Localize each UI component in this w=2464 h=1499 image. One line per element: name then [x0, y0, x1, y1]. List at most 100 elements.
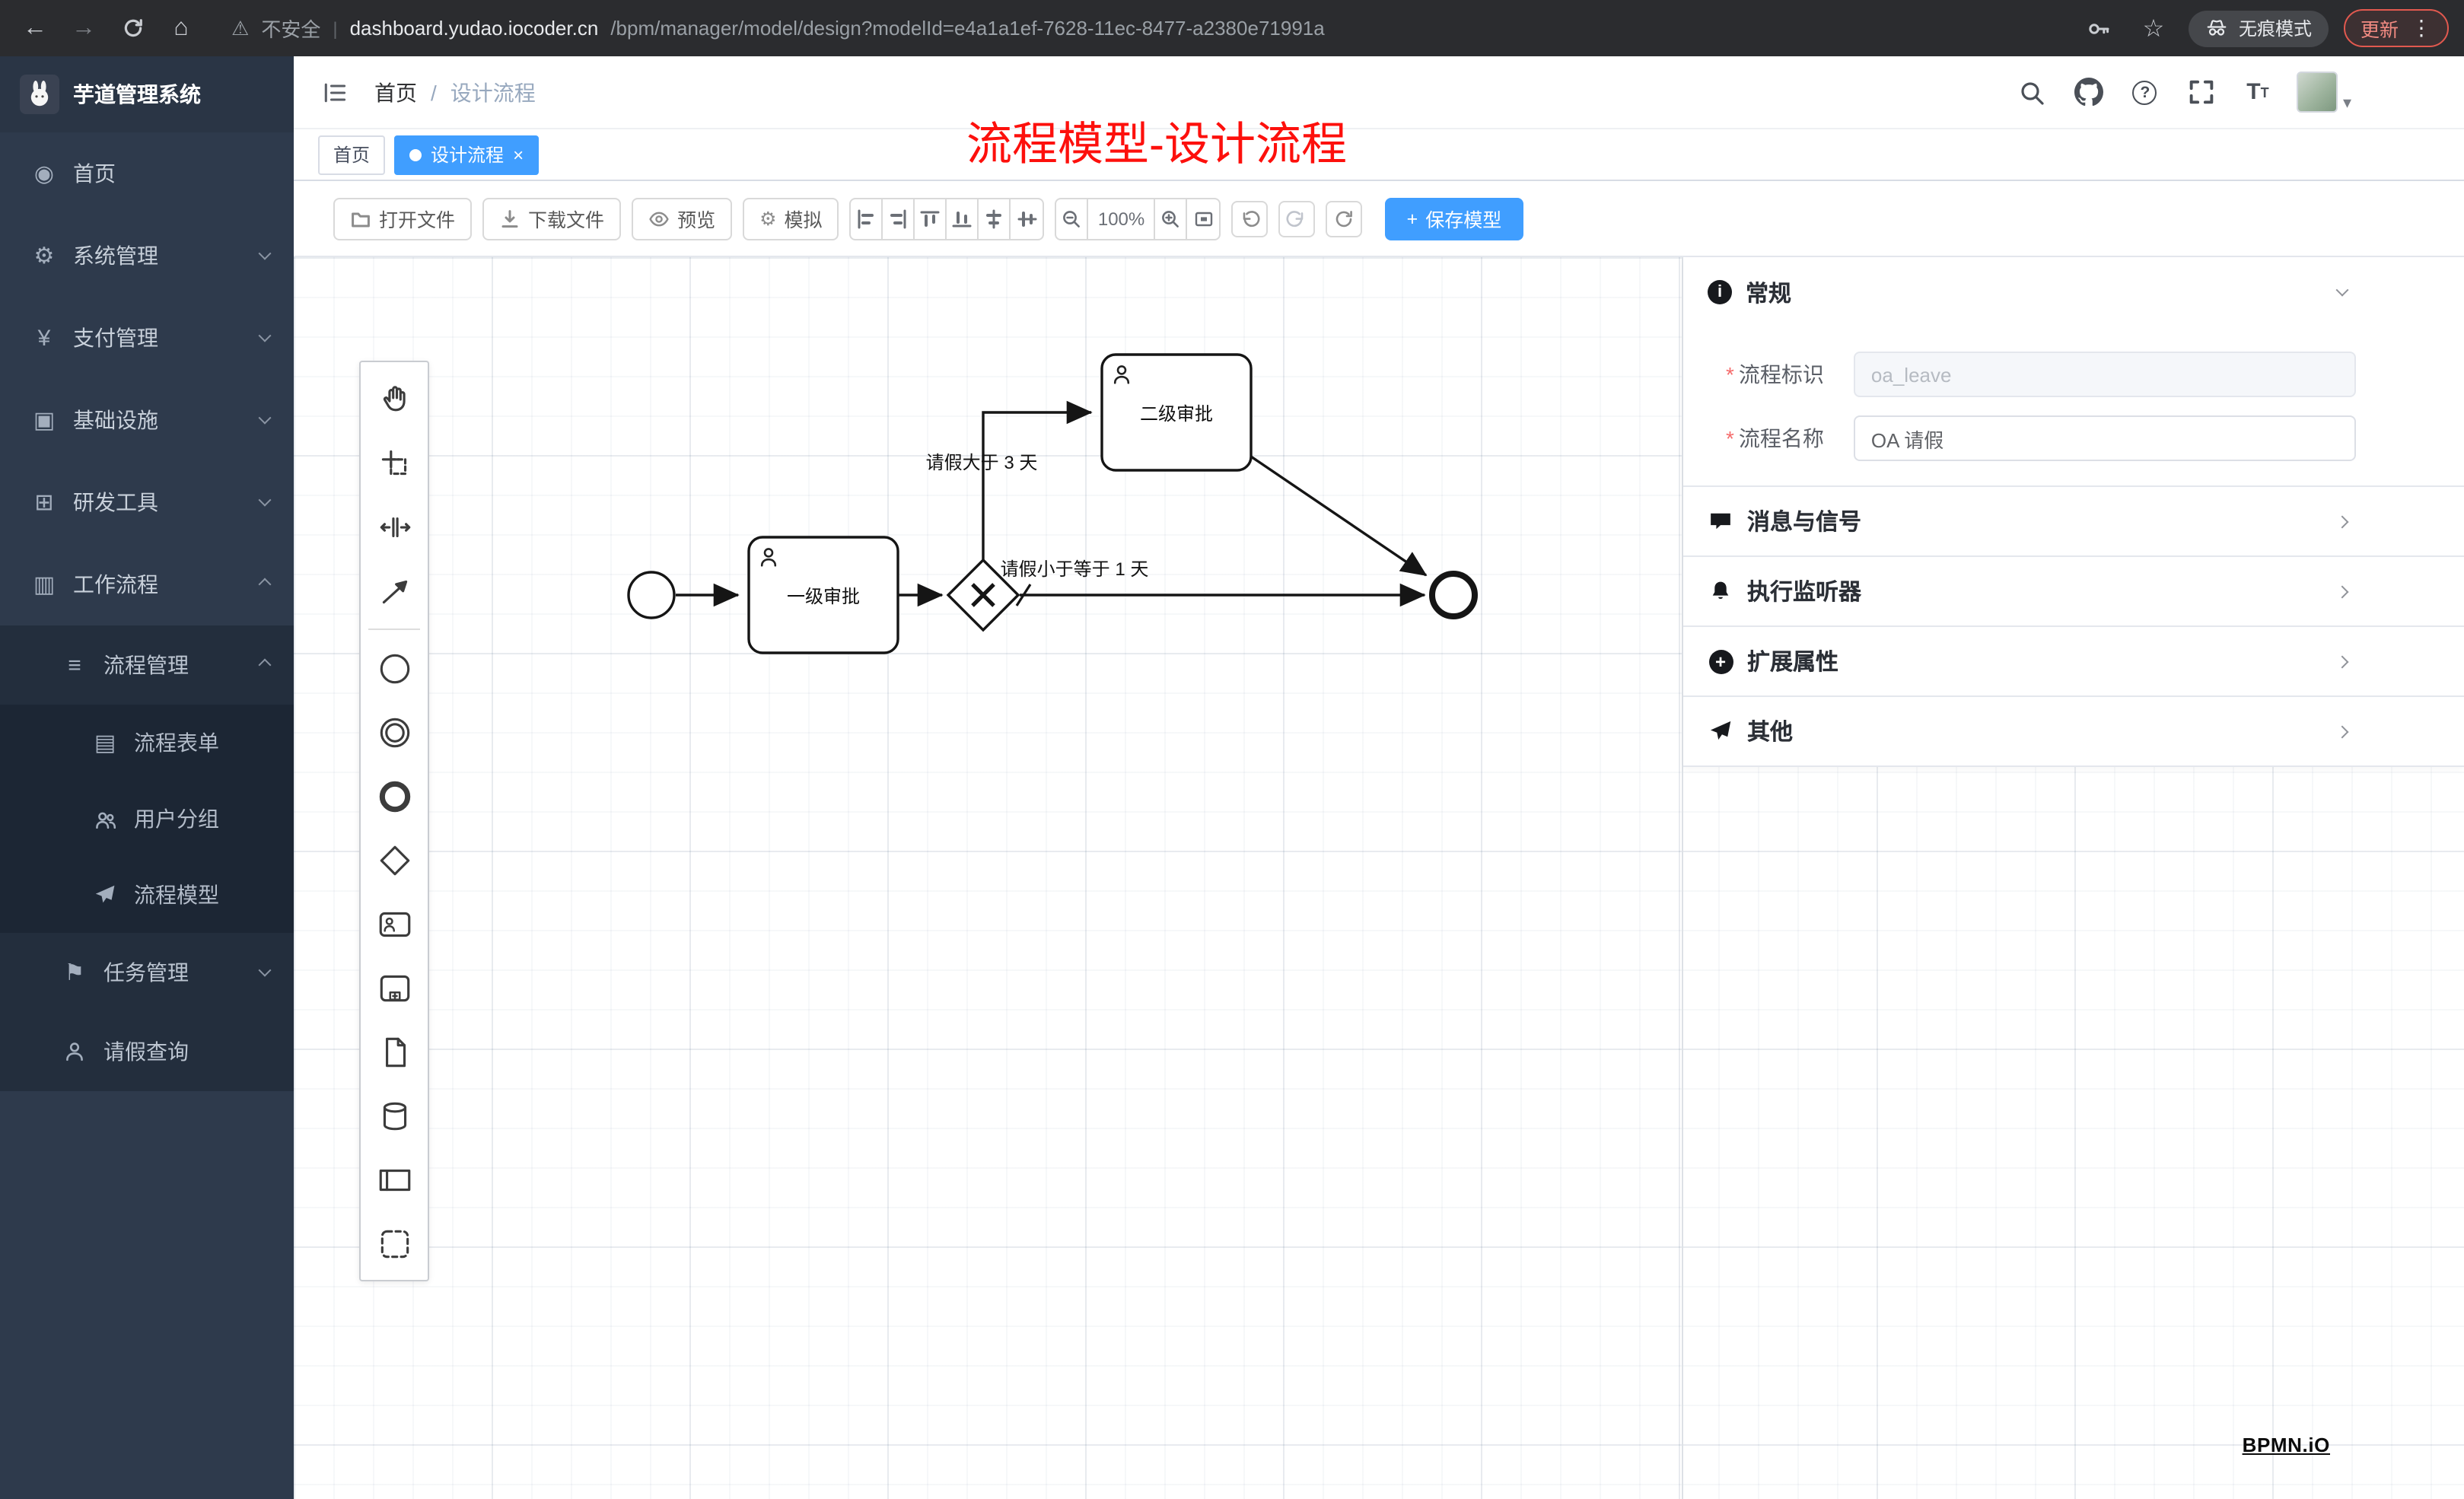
default-flow-marker — [1015, 584, 1032, 606]
palette-lasso-tool[interactable] — [364, 431, 425, 495]
incognito-badge: 无痕模式 — [2188, 10, 2329, 46]
sidebar-item-payment[interactable]: ¥ 支付管理 — [0, 297, 294, 379]
browser-forward-button[interactable]: → — [72, 14, 96, 40]
palette-pool[interactable] — [364, 1147, 425, 1211]
sidebar-item-leave-query[interactable]: 请假查询 — [0, 1012, 294, 1091]
app-title: 芋道管理系统 — [73, 82, 201, 107]
preview-button[interactable]: 预览 — [632, 197, 733, 240]
user-task-icon — [760, 548, 777, 567]
align-top-button[interactable] — [915, 199, 947, 238]
address-bar[interactable]: ⚠ 不安全 | dashboard.yudao.iocoder.cn/bpm/m… — [210, 14, 2055, 43]
sidebar-item-process-management[interactable]: ≡ 流程管理 — [0, 625, 294, 705]
url-divider: | — [333, 18, 338, 39]
browser-menu-icon[interactable]: ⋮ — [2411, 15, 2432, 40]
browser-update-button[interactable]: 更新 ⋮ — [2343, 9, 2449, 47]
palette-end-event[interactable] — [364, 764, 425, 828]
gear-icon: ⚙ — [759, 208, 777, 230]
active-tab-dot — [409, 148, 422, 161]
sidebar-item-home[interactable]: ◉ 首页 — [0, 132, 294, 215]
tab-design-process[interactable]: 设计流程 × — [394, 135, 540, 174]
palette-separator — [368, 629, 420, 630]
zoom-reset-button[interactable] — [1188, 199, 1220, 238]
section-other[interactable]: 其他 — [1683, 695, 2464, 765]
bpmn-canvas[interactable]: 一级审批 二级审批 请假大于 3 天 请假小于等于 1 天 — [294, 257, 2464, 1499]
paper-plane-icon — [1708, 720, 1733, 743]
sidebar-item-process-models[interactable]: 流程模型 — [0, 857, 294, 933]
browser-back-button[interactable]: ← — [23, 14, 47, 40]
align-right-button[interactable] — [883, 199, 915, 238]
sidebar-collapse-button[interactable] — [318, 75, 352, 109]
sidebar-item-user-groups[interactable]: 用户分组 — [0, 781, 294, 857]
chevron-down-icon — [258, 411, 272, 425]
flow-gateway-to-task2[interactable] — [982, 400, 1093, 560]
process-key-input[interactable] — [1854, 352, 2357, 397]
process-name-input[interactable] — [1854, 415, 2357, 461]
section-general[interactable]: i 常规 — [1683, 257, 2464, 327]
palette-intermediate-event[interactable] — [364, 700, 425, 764]
redo-button[interactable] — [1278, 200, 1316, 237]
breadcrumb-home-link[interactable]: 首页 — [374, 80, 417, 104]
database-icon — [382, 1101, 406, 1130]
section-extended-properties[interactable]: + 扩展属性 — [1683, 625, 2464, 695]
restart-button[interactable] — [1326, 200, 1363, 237]
bpmn-io-watermark[interactable]: BPMN.iO — [2242, 1434, 2330, 1456]
sidebar-item-process-forms[interactable]: ▤ 流程表单 — [0, 705, 294, 781]
browser-refresh-button[interactable] — [113, 8, 152, 48]
zoom-out-button[interactable] — [1057, 199, 1089, 238]
lasso-icon — [380, 449, 406, 475]
tab-home[interactable]: 首页 — [318, 135, 386, 174]
align-middle-button[interactable] — [1011, 199, 1043, 238]
section-messages-signals[interactable]: 消息与信号 — [1683, 485, 2464, 555]
sidebar-item-task-management[interactable]: ⚑ 任务管理 — [0, 933, 294, 1012]
zoom-in-button[interactable] — [1156, 199, 1188, 238]
palette-group[interactable] — [364, 1211, 425, 1275]
end-event[interactable] — [1429, 571, 1478, 619]
section-execution-listeners[interactable]: 执行监听器 — [1683, 555, 2464, 625]
user-avatar-menu[interactable]: ▾ — [2297, 72, 2351, 113]
tab-close-icon[interactable]: × — [513, 144, 524, 165]
search-icon[interactable] — [2016, 75, 2049, 109]
palette-global-connect-tool[interactable] — [364, 559, 425, 622]
palette-subprocess[interactable] — [364, 956, 425, 1020]
info-icon: i — [1708, 280, 1732, 304]
incognito-label: 无痕模式 — [2238, 18, 2312, 40]
open-file-button[interactable]: 打开文件 — [333, 197, 473, 240]
align-left-button[interactable] — [852, 199, 883, 238]
github-icon[interactable] — [2072, 75, 2106, 109]
form-icon: ▤ — [94, 730, 116, 756]
edge-label-lte1: 请假小于等于 1 天 — [1001, 559, 1149, 580]
browser-home-button[interactable]: ⌂ — [173, 14, 189, 40]
sidebar-item-workflow[interactable]: ▥ 工作流程 — [0, 543, 294, 625]
help-icon[interactable]: ? — [2128, 75, 2162, 109]
palette-data-object[interactable] — [364, 1020, 425, 1084]
undo-button[interactable] — [1231, 200, 1269, 237]
flow-task2-to-end[interactable] — [1250, 455, 1428, 577]
bpmn-palette — [359, 361, 429, 1281]
task-first-approval[interactable] — [747, 536, 899, 654]
sidebar-item-infrastructure[interactable]: ▣ 基础设施 — [0, 379, 294, 461]
palette-gateway[interactable] — [364, 828, 425, 892]
password-key-icon[interactable] — [2079, 8, 2119, 48]
palette-user-task[interactable] — [364, 892, 425, 956]
bookmark-star-icon[interactable]: ☆ — [2142, 16, 2165, 42]
palette-hand-tool[interactable] — [364, 367, 425, 431]
security-label: 不安全 — [261, 18, 321, 41]
save-model-button[interactable]: + 保存模型 — [1385, 197, 1523, 240]
sidebar-item-devtools[interactable]: ⊞ 研发工具 — [0, 461, 294, 543]
simulate-button[interactable]: ⚙ 模拟 — [743, 197, 839, 240]
palette-data-store[interactable] — [364, 1084, 425, 1147]
palette-start-event[interactable] — [364, 636, 425, 700]
start-event[interactable] — [627, 571, 676, 619]
sidebar-item-system[interactable]: ⚙ 系统管理 — [0, 215, 294, 297]
align-center-button[interactable] — [979, 199, 1011, 238]
fullscreen-icon[interactable] — [2185, 75, 2218, 109]
download-file-button[interactable]: 下载文件 — [482, 197, 622, 240]
zoom-level-display[interactable]: 100% — [1089, 199, 1156, 238]
task-second-approval[interactable] — [1100, 353, 1253, 472]
align-bottom-button[interactable] — [947, 199, 979, 238]
chevron-down-icon — [258, 963, 272, 977]
connect-arrow-icon — [381, 579, 407, 603]
palette-space-tool[interactable] — [364, 495, 425, 559]
